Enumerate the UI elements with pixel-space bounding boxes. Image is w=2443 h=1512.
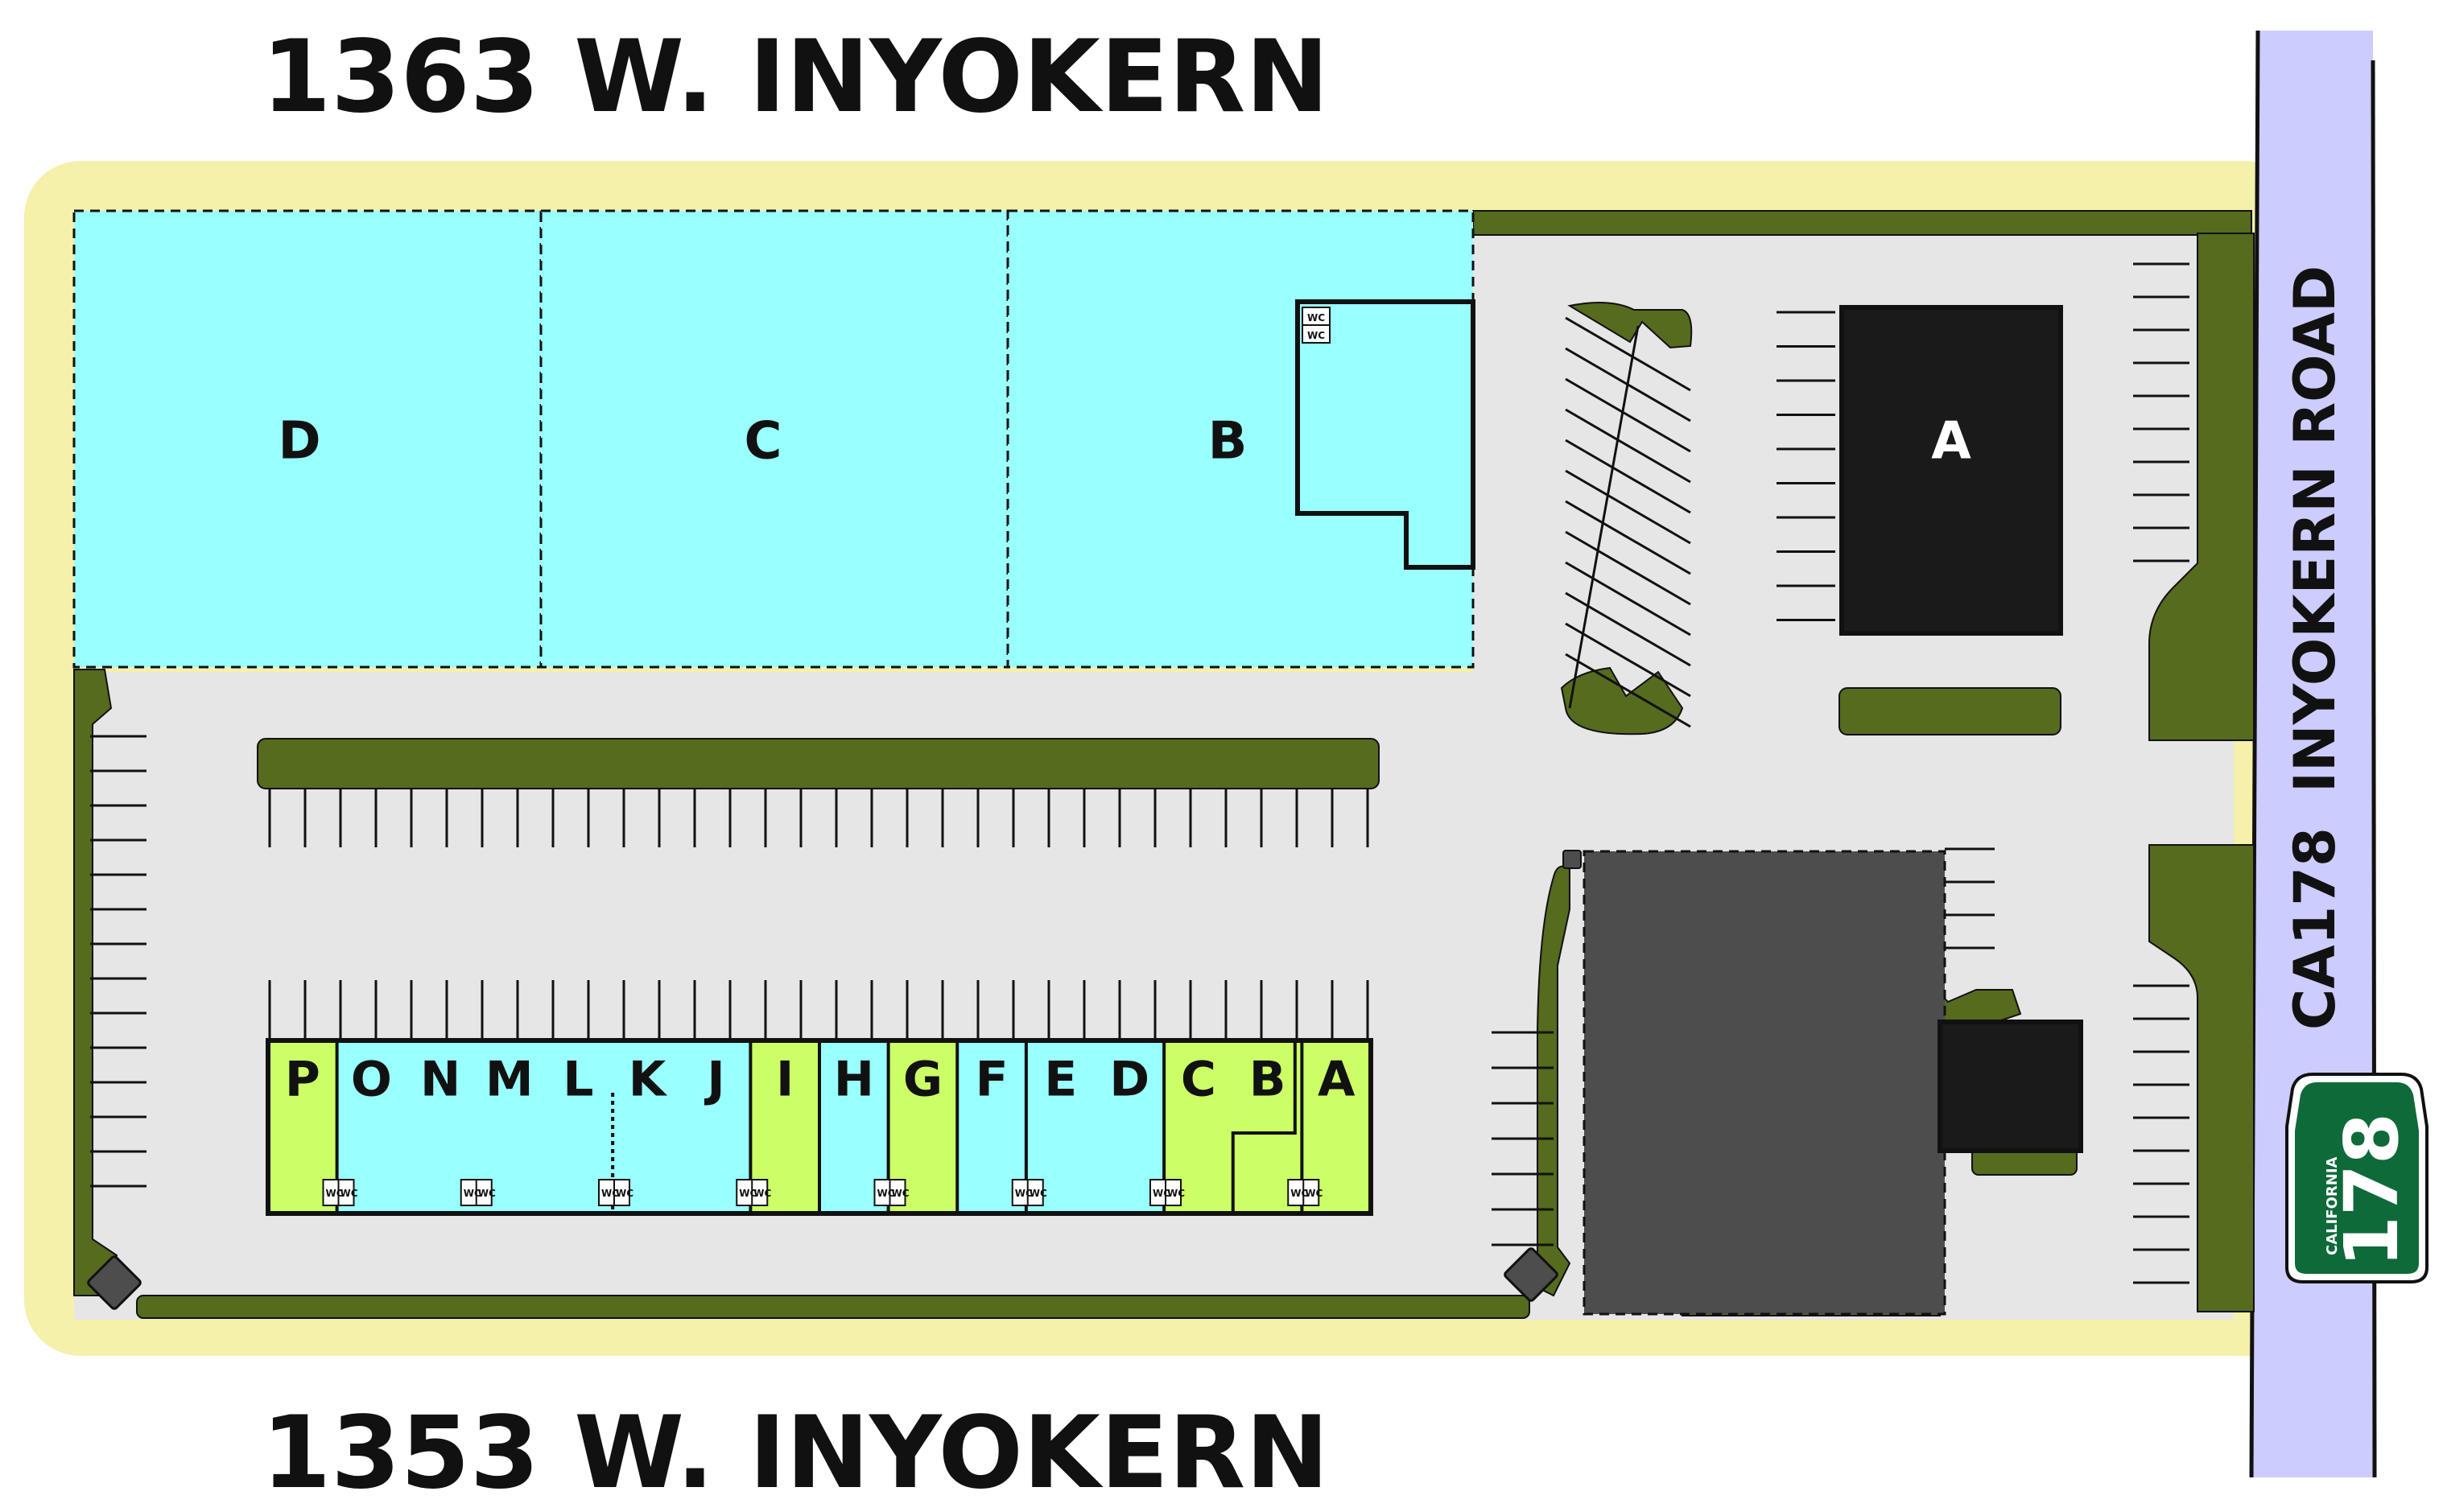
strip-unit-label: A [1318, 1052, 1356, 1108]
parking-stripe [1565, 500, 1691, 575]
svg-text:WC: WC [478, 1188, 496, 1199]
highway-shield-icon: CALIFORNIA 178 [2285, 1073, 2429, 1283]
top-building-row: WC WC D C B [72, 209, 1475, 669]
strip-unit-label: C [1181, 1052, 1216, 1108]
svg-text:WC: WC [739, 1188, 757, 1199]
parking-stripe [1565, 377, 1691, 453]
strip-unit-label: K [629, 1052, 668, 1108]
svg-text:WC: WC [1167, 1188, 1185, 1199]
svg-text:WC: WC [601, 1188, 619, 1199]
gray-building-corner [1562, 850, 1582, 869]
svg-text:WC: WC [616, 1188, 633, 1199]
restroom-label: WC [1307, 330, 1325, 341]
strip-unit-label: I [776, 1052, 794, 1108]
strip-unit-label: F [976, 1052, 1009, 1108]
trash-enclosure-right [1504, 1247, 1558, 1302]
strip-unit-label: E [1044, 1052, 1077, 1108]
strip-unit-label: M [485, 1052, 534, 1108]
shield-route-number: 178 [2329, 1113, 2415, 1267]
parking-stripe [1565, 622, 1691, 698]
restroom-icon: WC WC [1302, 307, 1331, 344]
building-c-label: C [745, 412, 782, 472]
strip-unit-label: J [704, 1052, 724, 1108]
building-d[interactable] [72, 209, 543, 669]
restroom-label: WC [1307, 312, 1325, 323]
svg-text:WC: WC [326, 1188, 344, 1199]
strip-unit-label: B [1249, 1052, 1286, 1108]
building-b-label: B [1208, 412, 1248, 472]
landscape-areas [73, 210, 2255, 1319]
svg-text:WC: WC [340, 1188, 358, 1199]
strip-unit-label: O [351, 1052, 392, 1108]
svg-text:WC: WC [877, 1188, 895, 1199]
trash-enclosure-left [87, 1255, 142, 1310]
pad-building-a[interactable] [1839, 305, 2063, 636]
building-c[interactable] [539, 209, 1009, 669]
svg-text:WC: WC [1290, 1188, 1308, 1199]
parking-stripe [1565, 469, 1691, 545]
parking-stripes [90, 262, 2189, 1284]
parking-stripe [1565, 439, 1691, 514]
strip-unit-label: D [1109, 1052, 1149, 1108]
svg-text:WC: WC [1305, 1188, 1323, 1199]
building-d-label: D [278, 412, 320, 472]
svg-text:WC: WC [1015, 1188, 1033, 1199]
svg-text:WC: WC [753, 1188, 771, 1199]
svg-text:WC: WC [464, 1188, 481, 1199]
unit-divider [1231, 1040, 1297, 1213]
svg-text:WC: WC [892, 1188, 910, 1199]
strip-unit-label: P [285, 1052, 320, 1108]
pad-building-a-label: A [1931, 412, 1971, 472]
parking-stripe [1565, 530, 1691, 606]
svg-text:WC: WC [1030, 1188, 1047, 1199]
address-bottom: 1353 W. INYOKERN [262, 1395, 1329, 1511]
address-top: 1363 W. INYOKERN [262, 19, 1329, 135]
building-b-occupied-outline [1295, 299, 1475, 570]
gray-building[interactable] [1583, 850, 1946, 1316]
parking-stripe [1565, 316, 1691, 392]
strip-unit-label: L [563, 1052, 593, 1108]
strip-unit-label: H [834, 1052, 874, 1108]
parking-stripe [1565, 591, 1691, 667]
strip-unit-label: N [420, 1052, 460, 1108]
parking-stripe [1565, 653, 1691, 728]
parking-stripe [1568, 325, 1640, 709]
svg-text:WC: WC [1153, 1188, 1170, 1199]
parking-stripe [1565, 561, 1691, 637]
highway-label: CA178 [2282, 827, 2348, 1030]
shield-state-label: CALIFORNIA [2324, 1156, 2341, 1255]
road-name-label: INYOKERN ROAD [2282, 266, 2348, 793]
strip-outline [266, 1038, 1373, 1216]
strip-unit-label: G [903, 1052, 943, 1108]
parking-stripe [1565, 408, 1691, 484]
drive-thru-building[interactable] [1937, 1020, 2083, 1153]
